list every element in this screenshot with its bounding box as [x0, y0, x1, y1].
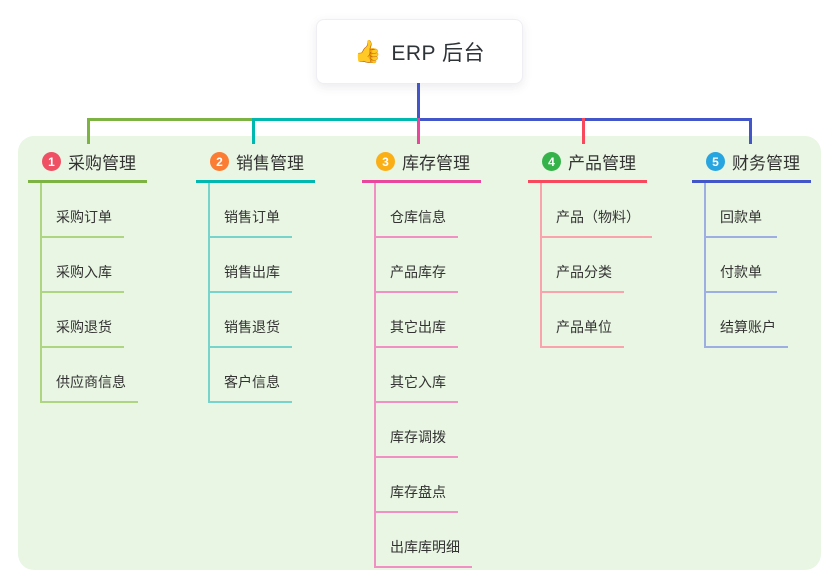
node-sales-return[interactable]: 销售退货 [209, 293, 315, 348]
branches-panel [18, 136, 821, 570]
node-purchase-return[interactable]: 采购退货 [41, 293, 147, 348]
node-other-outbound[interactable]: 其它出库 [375, 293, 481, 348]
branch-label: 采购管理 [68, 154, 136, 173]
bus-connector-sales [252, 118, 419, 121]
branch-children: 销售订单 销售出库 销售退货 客户信息 [208, 183, 315, 403]
root-stem-connector [417, 83, 420, 121]
branch-children: 采购订单 采购入库 采购退货 供应商信息 [40, 183, 147, 403]
branch-label: 销售管理 [236, 154, 304, 173]
node-product-category[interactable]: 产品分类 [541, 238, 652, 293]
badge-2: 2 [210, 152, 229, 171]
node-outbound-detail[interactable]: 出库库明细 [375, 513, 481, 568]
branch-node-finance[interactable]: 5 财务管理 [692, 146, 811, 183]
branch-finance: 5 财务管理 回款单 付款单 结算账户 [692, 146, 811, 348]
bus-connector-purchase [87, 118, 254, 121]
node-purchase-inbound[interactable]: 采购入库 [41, 238, 147, 293]
branch-product: 4 产品管理 产品（物料） 产品分类 产品单位 [528, 146, 652, 348]
node-payment-order[interactable]: 付款单 [705, 238, 811, 293]
thumbs-up-icon: 👍 [353, 38, 382, 64]
node-customer-info[interactable]: 客户信息 [209, 348, 315, 403]
branch-label: 财务管理 [732, 154, 800, 173]
drop-connector-purchase [87, 118, 90, 144]
drop-connector-product [582, 118, 585, 144]
badge-4: 4 [542, 152, 561, 171]
badge-3: 3 [376, 152, 395, 171]
node-supplier-info[interactable]: 供应商信息 [41, 348, 147, 403]
node-purchase-order[interactable]: 采购订单 [41, 183, 147, 238]
node-stock-taking[interactable]: 库存盘点 [375, 458, 481, 513]
branch-node-inventory[interactable]: 3 库存管理 [362, 146, 481, 183]
branch-children: 产品（物料） 产品分类 产品单位 [540, 183, 652, 348]
branch-label: 产品管理 [568, 154, 636, 173]
badge-5: 5 [706, 152, 725, 171]
node-receipt-order[interactable]: 回款单 [705, 183, 811, 238]
drop-connector-finance [749, 118, 752, 144]
node-other-inbound[interactable]: 其它入库 [375, 348, 481, 403]
node-product-material[interactable]: 产品（物料） [541, 183, 652, 238]
branch-children: 回款单 付款单 结算账户 [704, 183, 811, 348]
branch-sales: 2 销售管理 销售订单 销售出库 销售退货 客户信息 [196, 146, 315, 403]
node-sales-order[interactable]: 销售订单 [209, 183, 315, 238]
branch-inventory: 3 库存管理 仓库信息 产品库存 其它出库 其它入库 库存调拨 库存盘点 出库库… [362, 146, 481, 568]
node-warehouse-info[interactable]: 仓库信息 [375, 183, 481, 238]
node-settlement-account[interactable]: 结算账户 [705, 293, 811, 348]
branch-purchase: 1 采购管理 采购订单 采购入库 采购退货 供应商信息 [28, 146, 147, 403]
drop-connector-sales [252, 118, 255, 144]
root-node-label: ERP 后台 [391, 41, 486, 65]
node-sales-outbound[interactable]: 销售出库 [209, 238, 315, 293]
branch-node-purchase[interactable]: 1 采购管理 [28, 146, 147, 183]
node-product-unit[interactable]: 产品单位 [541, 293, 652, 348]
branch-node-product[interactable]: 4 产品管理 [528, 146, 647, 183]
node-product-stock[interactable]: 产品库存 [375, 238, 481, 293]
branch-node-sales[interactable]: 2 销售管理 [196, 146, 315, 183]
node-stock-transfer[interactable]: 库存调拨 [375, 403, 481, 458]
drop-connector-inventory [417, 118, 420, 144]
root-node-erp-backend[interactable]: 👍 ERP 后台 [316, 19, 523, 84]
branch-label: 库存管理 [402, 154, 470, 173]
badge-1: 1 [42, 152, 61, 171]
branch-children: 仓库信息 产品库存 其它出库 其它入库 库存调拨 库存盘点 出库库明细 [374, 183, 481, 568]
